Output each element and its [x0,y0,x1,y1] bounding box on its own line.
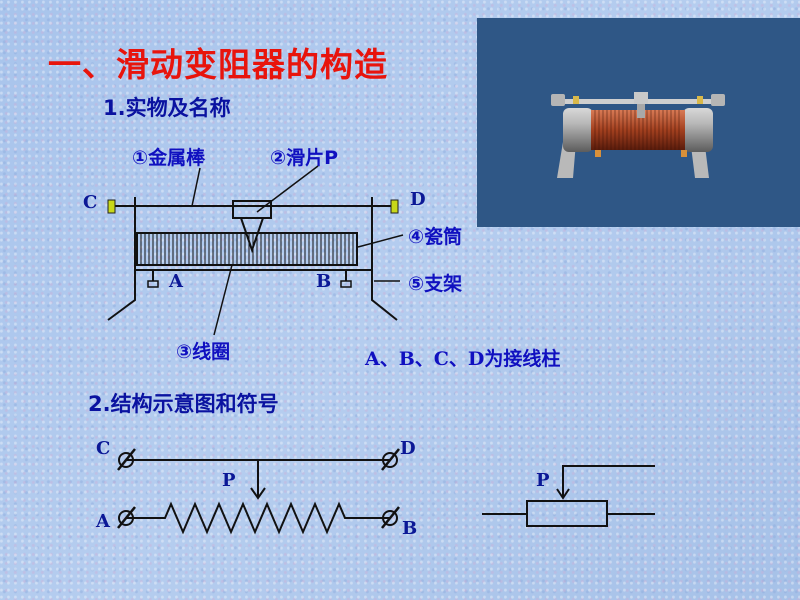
leader-coil [213,264,233,336]
page-title: 一、滑动变阻器的构造 [48,45,388,84]
label-metal-rod: ①金属棒 [132,147,206,169]
leader-slider [256,165,319,213]
circuit-symbol [482,465,655,527]
terminal-b [340,280,352,288]
schematic-label-b: B [402,518,418,539]
section-1-heading: 1.实物及名称 [103,96,231,120]
right-bracket [371,197,398,321]
symbol-slider-arrow [556,488,570,500]
pin-label-c: C [83,192,98,213]
symbol-slider [562,465,655,497]
label-bracket: ⑤支架 [408,273,463,295]
leader-metal-rod [191,167,201,207]
schematic-label-c: C [96,438,111,459]
leader-porcelain-tube [357,234,404,248]
label-porcelain-tube: ④瓷筒 [408,226,463,248]
schematic-label-a: A [96,511,110,532]
slider-contact [240,217,264,254]
photo-terminal-b [681,150,687,157]
photo-left-cap [563,108,593,152]
schematic-label-p: P [222,470,236,491]
schematic-slider-arrow [250,487,266,500]
schematic-coil [126,501,390,535]
rheostat-photo-illustration [551,92,725,178]
pin-label-d: D [410,189,426,210]
physical-diagram [107,165,404,336]
terminal-a [147,280,159,288]
symbol-resistor [526,500,608,527]
section-2-heading: 2.结构示意图和符号 [88,392,279,416]
device-photo [477,18,800,227]
pin-label-b: B [316,271,332,292]
schematic-label-d: D [400,438,416,459]
structure-schematic [117,448,400,535]
label-coil: ③线圈 [176,341,231,363]
coil-windings [140,233,354,265]
terminal-c [107,199,116,214]
coil-body [136,232,358,266]
label-slider: ②滑片P [270,147,339,169]
photo-slider [634,92,648,104]
photo-right-cap [683,108,713,152]
pin-label-a: A [169,271,183,292]
slider-block [232,200,272,219]
left-bracket [107,197,136,321]
symbol-label-p: P [536,470,550,491]
terminal-d [390,199,399,214]
photo-terminal-a [595,150,601,157]
terminals-note: A、B、C、D为接线柱 [365,348,561,370]
